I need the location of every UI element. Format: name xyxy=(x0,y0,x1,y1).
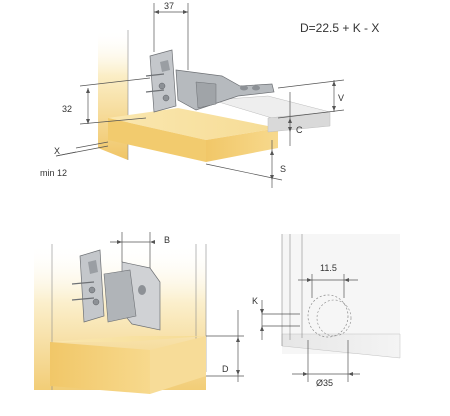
dimension-lines-top xyxy=(55,3,345,188)
bottom-right-view: 11.5 K Ø35 xyxy=(252,234,401,388)
cabinet-board-side-2 xyxy=(150,336,206,394)
dim-label-min12: min 12 xyxy=(40,168,67,178)
hinge-mounting-plate xyxy=(145,49,177,113)
formula-text: D=22.5 + K - X xyxy=(300,21,379,35)
cabinet-board-side xyxy=(108,118,206,162)
dimension-lines-bottom-right xyxy=(260,274,360,382)
dim-label-37: 37 xyxy=(164,1,174,11)
dim-label-k: K xyxy=(252,296,258,306)
door-panel-edge xyxy=(281,333,401,359)
cabinet-board-front xyxy=(206,128,278,162)
dimension-lines-bottom-left xyxy=(110,232,244,382)
hinge-hole-outline-inner xyxy=(316,299,352,337)
dim-label-11-5: 11.5 xyxy=(320,263,337,273)
hinge-cup xyxy=(103,261,161,331)
dim-label-b: B xyxy=(164,235,170,245)
dim-label-v: V xyxy=(338,93,344,103)
cabinet-board-front-2 xyxy=(50,342,150,394)
hinge-arm xyxy=(175,69,275,111)
hinge-hole-outline xyxy=(307,294,349,338)
dim-label-c: C xyxy=(296,125,303,135)
bottom-left-view: B D xyxy=(34,232,244,394)
dim-label-x: X xyxy=(54,146,60,156)
dim-label-d: D xyxy=(222,364,229,374)
top-view: D=22.5 + K - X 37 32 X min 12 V C S xyxy=(40,1,379,188)
dim-label-diameter-35: Ø35 xyxy=(316,378,333,388)
dim-label-s: S xyxy=(280,164,286,174)
dim-label-32: 32 xyxy=(62,104,72,114)
cabinet-board-top xyxy=(108,108,278,140)
hinge-mounting-plate-2 xyxy=(71,249,105,323)
cabinet-board-top-2 xyxy=(50,336,206,342)
